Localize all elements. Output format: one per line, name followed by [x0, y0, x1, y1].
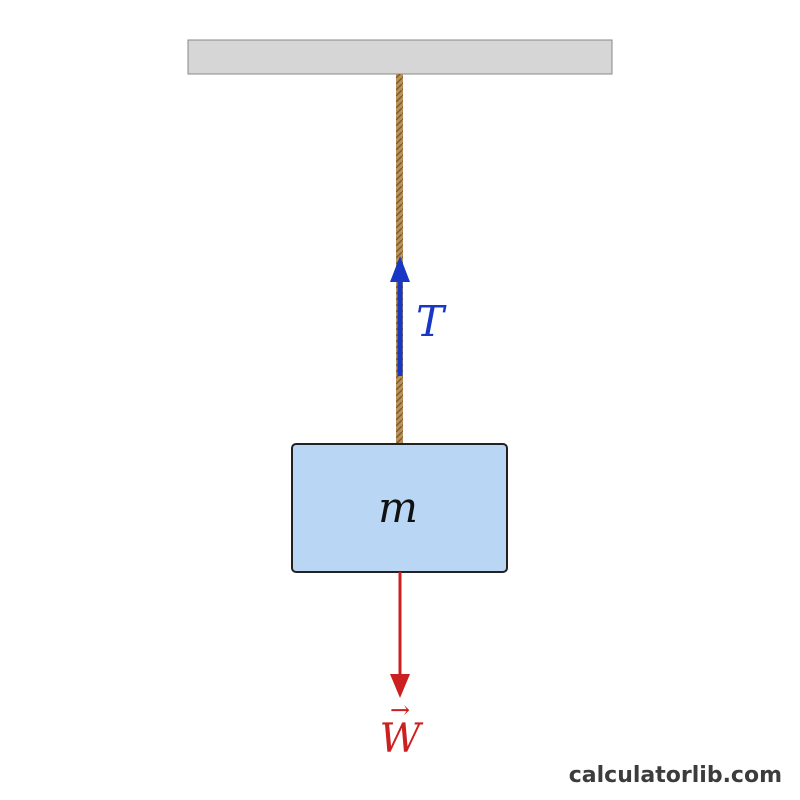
ceiling — [187, 39, 613, 75]
tension-label: T — [416, 297, 447, 346]
weight-arrow — [390, 572, 410, 698]
watermark-text: calculatorlib.com — [569, 763, 782, 788]
weight-vector-mark: → — [390, 696, 410, 724]
mass-label: m — [378, 483, 418, 532]
weight-label: W — [379, 716, 423, 762]
tension-arrow — [390, 256, 410, 376]
